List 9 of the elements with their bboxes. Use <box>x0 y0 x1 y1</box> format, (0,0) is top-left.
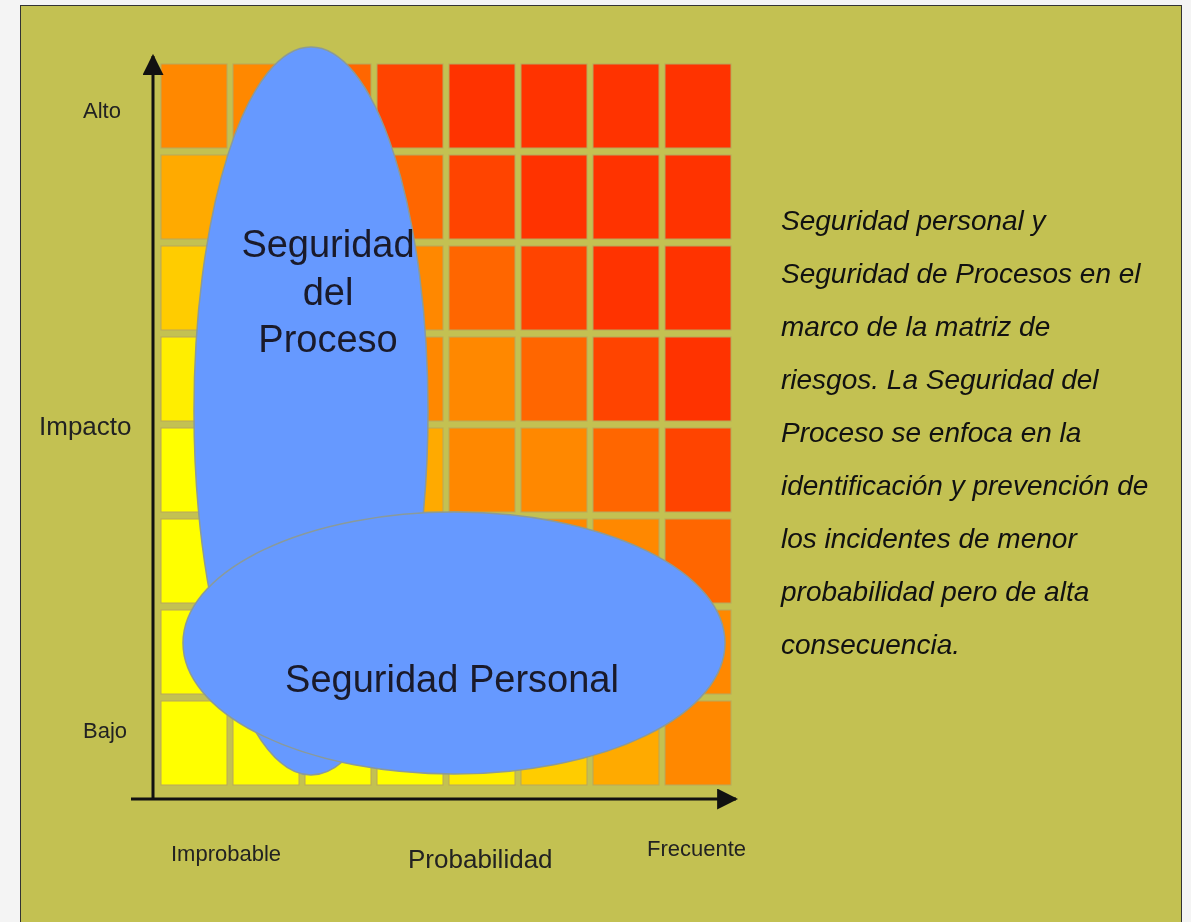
axis-tick-label: Bajo <box>83 718 128 744</box>
caption-paragraph: Seguridad personal y Seguridad de Procesos en el marco de la matriz de riesgos. La Seguridad del Proceso se enfoca en la identificación y prevención de los incidentes de menor probabilidad pero de alta consecuencia. <box>781 204 1150 662</box>
axis-title: Probabilidad <box>408 844 553 875</box>
axis-title: Impacto <box>39 411 132 442</box>
axis-tick-label: Improbable <box>171 841 282 867</box>
ellipse-label: Seguridad del Proceso <box>240 222 416 362</box>
axis-tick-label: Frecuente <box>647 836 747 862</box>
ellipse-label: Seguridad Personal <box>284 657 620 702</box>
axis-tick-label: Alto <box>83 98 121 124</box>
